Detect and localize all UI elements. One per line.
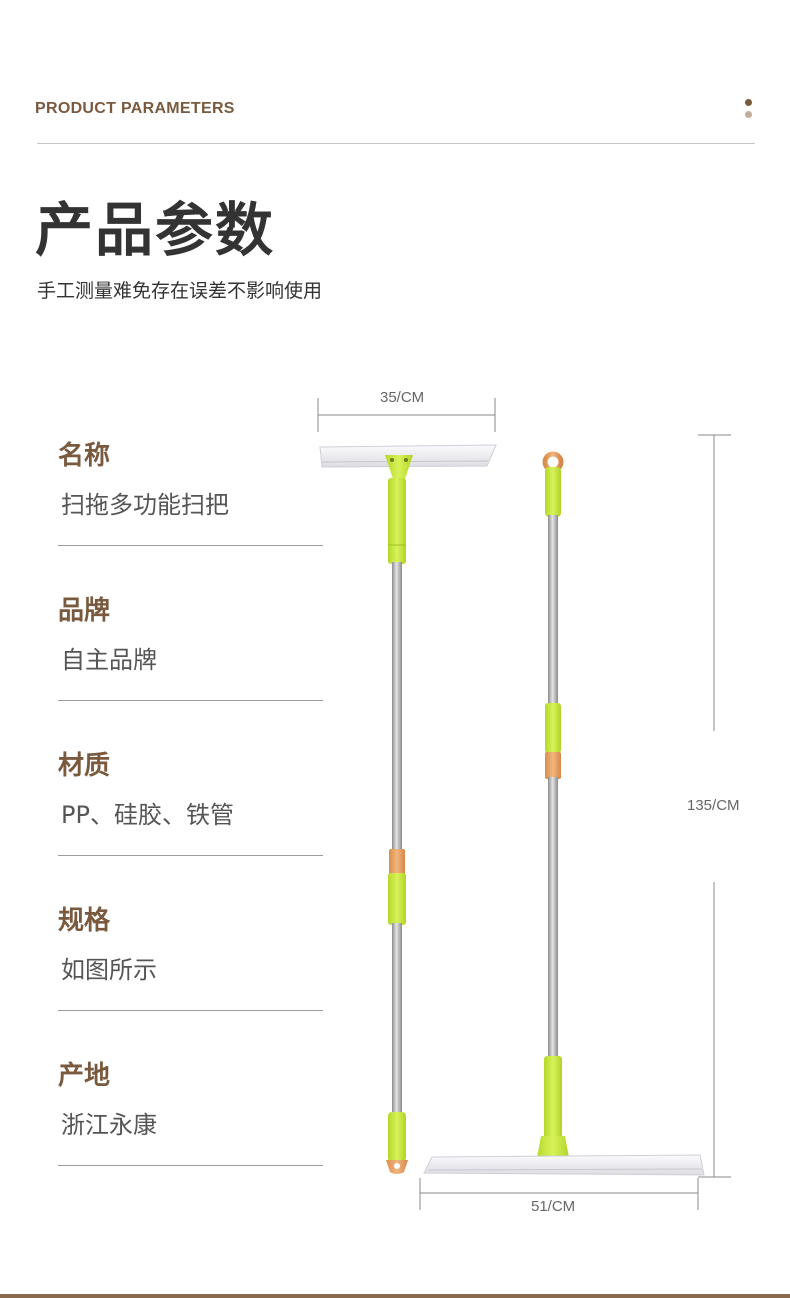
- page-subtitle: 手工测量难免存在误差不影响使用: [37, 280, 323, 302]
- param-label: 品牌: [58, 596, 111, 626]
- param-divider: [58, 700, 323, 701]
- header-subtitle-en: PRODUCT PARAMETERS: [35, 100, 235, 117]
- param-label: 规格: [58, 906, 111, 936]
- param-divider: [58, 1165, 323, 1166]
- dot-light: [745, 111, 752, 118]
- height-label: 135/CM: [687, 797, 740, 814]
- param-value: 扫拖多功能扫把: [61, 491, 229, 519]
- param-divider: [58, 545, 323, 546]
- bottom-accent-bar: [0, 1294, 790, 1298]
- param-label: 材质: [58, 751, 111, 781]
- header-divider: [37, 143, 755, 144]
- mop-right: [423, 451, 705, 1176]
- param-divider: [58, 1010, 323, 1011]
- bottom-width-label: 51/CM: [531, 1198, 576, 1215]
- param-label: 产地: [58, 1061, 111, 1091]
- param-value: 自主品牌: [61, 646, 157, 674]
- param-value: PP、硅胶、铁管: [61, 801, 234, 829]
- param-value: 浙江永康: [61, 1111, 157, 1139]
- top-width-dimension: [317, 398, 496, 432]
- mop-left: [319, 444, 497, 1174]
- decorative-dots: [744, 99, 754, 121]
- dot-dark: [745, 99, 752, 106]
- bottom-width-dimension: [419, 1178, 699, 1210]
- page-title: 产品参数: [35, 196, 276, 264]
- param-label: 名称: [58, 441, 111, 471]
- param-value: 如图所示: [61, 956, 157, 984]
- top-width-label: 35/CM: [380, 389, 425, 406]
- param-divider: [58, 855, 323, 856]
- height-dimension: [698, 434, 731, 1178]
